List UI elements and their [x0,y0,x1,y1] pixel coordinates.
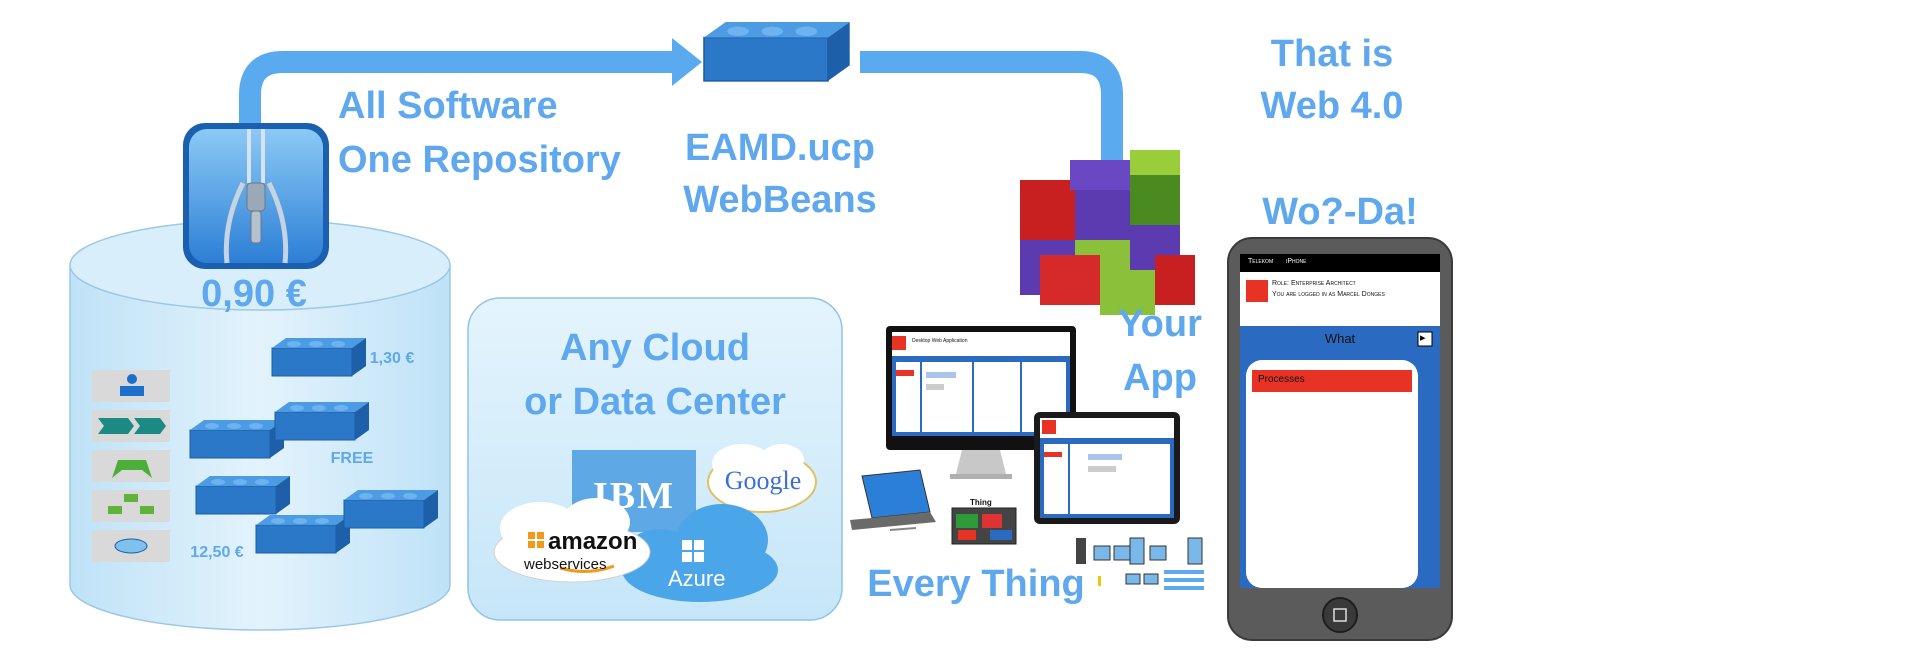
thing-device-icon [951,507,1017,545]
phone-role-text: Role: Enterprise Architect [1272,280,1356,287]
repository-price: 0,90 € [201,273,307,315]
every-thing-label: Every Thing [867,563,1085,605]
flow-arrow-left-segment [239,51,680,125]
headline-line1: That is [1270,33,1394,75]
desktop-monitor-icon [886,326,1076,479]
store-brick-5 [255,514,351,554]
google-cloud-shape [707,444,817,513]
store-brick-2 [189,419,285,459]
eamd-line2: WebBeans [683,179,877,221]
store-price-3: 12,50 € [190,544,244,561]
flow-arrow-right-segment [860,51,1123,170]
phone-expand-icon[interactable]: ▸ [1420,332,1426,344]
cloud-line1: Any Cloud [560,327,750,369]
ibm-logo-text: IBM [593,475,675,517]
eamd-line1: EAMD.ucp [685,127,875,169]
store-price-1: 1,30 € [369,350,415,367]
repository-line2: One Repository [338,139,621,181]
thing-label: Thing [970,498,992,507]
app-cube-icon [1020,150,1195,315]
amazon-logo-text-2: webservices [524,556,607,573]
headline-line2: Web 4.0 [1260,85,1404,127]
phone-topbar-carrier: Telekom [1248,258,1274,265]
flow-arrow-head-1 [672,38,702,86]
phone-topbar-device: iPhone [1286,258,1307,265]
your-app-line1: Your [1118,303,1202,345]
cloud-line2: or Data Center [524,381,786,423]
phone-body [1227,237,1453,641]
your-app-line2: App [1123,357,1197,399]
eamd-brick-icon [703,21,851,82]
store-price-2: FREE [330,450,374,467]
tablet-icon [1034,412,1180,524]
phone-process-item[interactable]: Processes [1258,374,1305,385]
amazon-logo-text-1: amazon [548,528,638,555]
desktop-title: Desktop Web Application [912,338,968,344]
wooda-label: Wo?-Da! [1262,191,1418,233]
azure-logo-text: Azure [668,566,726,591]
store-brick-3 [274,401,370,441]
store-icon-tiles [92,370,170,562]
repository-line1: All Software [338,85,558,127]
laptop-icon [850,469,936,531]
phone-menu-title[interactable]: What [1324,331,1356,346]
small-devices-cluster [1076,537,1204,590]
google-logo-text: Google [724,466,802,495]
phone-logged-text: You are logged in as Marcel Donges [1272,291,1385,298]
store-brick-1 [271,337,367,377]
store-brick-6 [343,489,439,529]
store-brick-4 [195,475,291,515]
zip-icon [183,123,329,269]
amazon-cloud-shape [493,498,651,583]
